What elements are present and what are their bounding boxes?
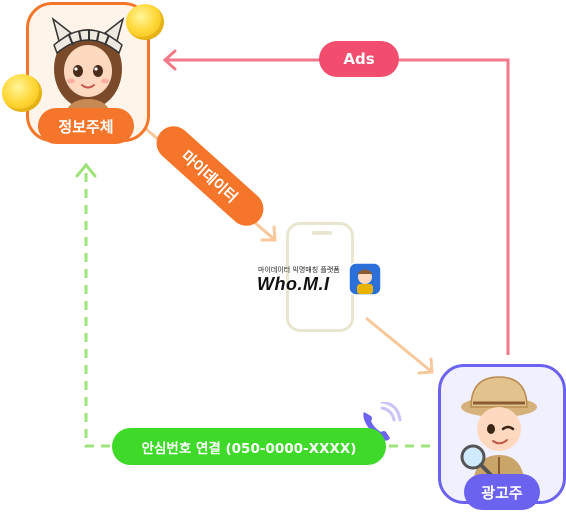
whomi-logo: Who.M.I [257,274,330,294]
safe-number-arrowhead [75,162,97,178]
platform-arrowhead [417,357,434,375]
safe-number-label: 안심번호 연결 (050-0000-XXXX) [112,428,386,465]
phone-speaker [312,231,332,235]
gold-coin-icon [2,74,42,112]
mydata-arrowhead [260,225,277,242]
ads-arrowhead [162,49,177,71]
girl-character-illustration [51,17,125,123]
platform-tagline: 마이데이터 익명매칭 플랫폼 [258,266,340,274]
phone-call-icon [363,402,402,441]
advertiser-label: 광고주 [464,474,540,510]
gold-coin-icon [126,4,164,40]
ads-connector [165,58,510,355]
data-subject-label: 정보주체 [38,108,134,144]
ads-label: Ads [319,41,399,77]
platform-to-advertiser-connector [365,316,433,374]
whomi-app-icon [348,262,382,296]
